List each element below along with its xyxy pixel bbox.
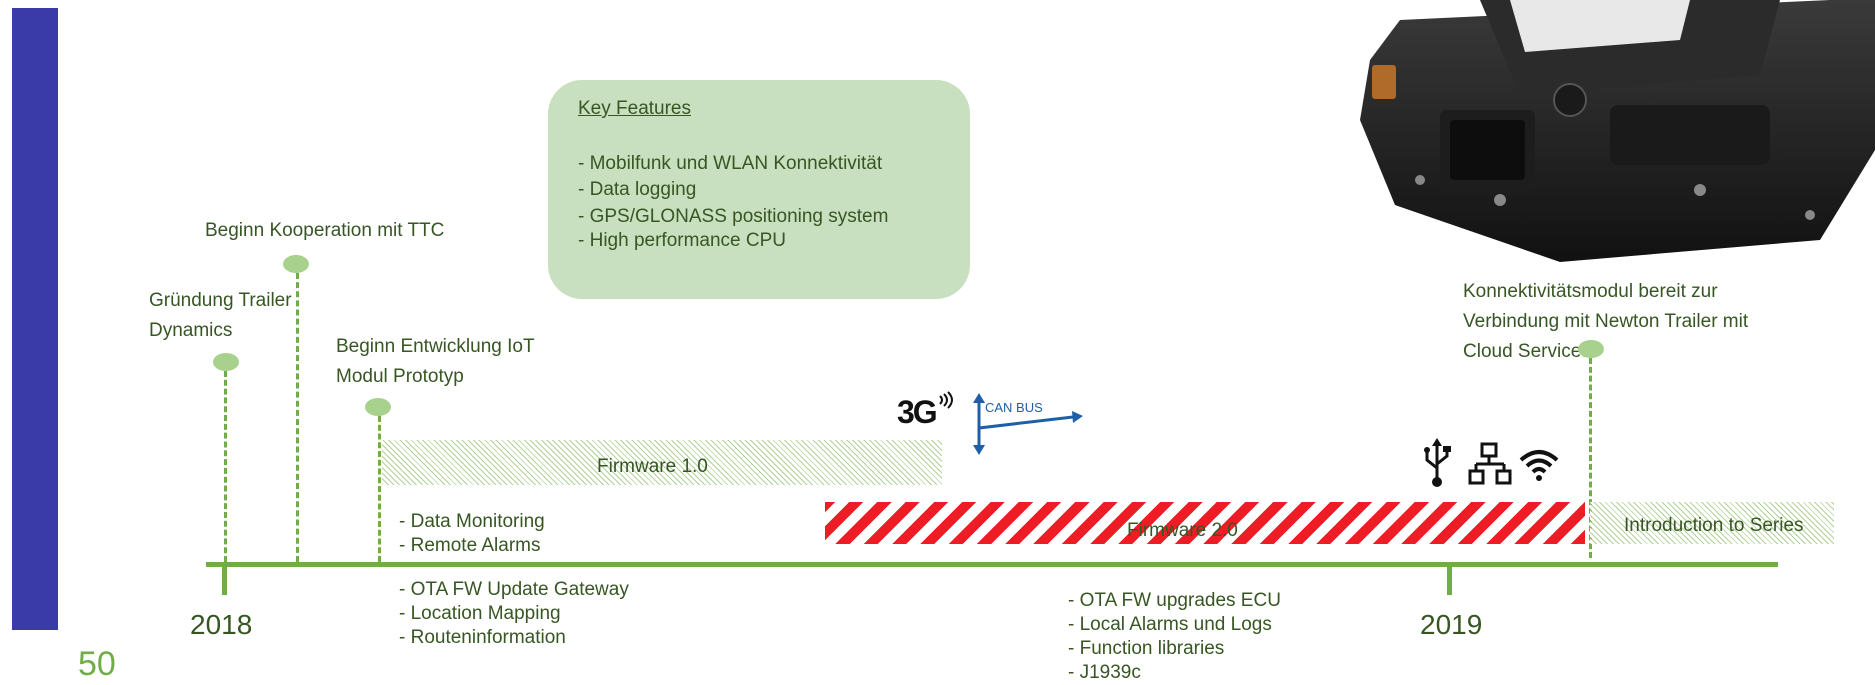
- series-bar: [1590, 502, 1834, 544]
- fw2-feature-item: - J1939c: [1068, 662, 1141, 683]
- network-icon: [1468, 442, 1512, 485]
- fw1-feature-item: - Remote Alarms: [399, 535, 541, 556]
- fw1-feature-item: - OTA FW Update Gateway: [399, 579, 629, 600]
- key-features-box: [548, 80, 970, 299]
- device-image: [1360, 0, 1875, 262]
- left-accent-bar: [12, 8, 58, 630]
- fw2-feature-list: - OTA FW upgrades ECU - Local Alarms und…: [1068, 589, 1281, 685]
- 3g-text: 3G: [897, 394, 938, 430]
- fw2-feature-item: - Local Alarms und Logs: [1068, 614, 1272, 635]
- key-features-title: Key Features: [578, 98, 691, 119]
- key-feature-item: - High performance CPU: [578, 230, 787, 251]
- firmware-2-label: Firmware 2.0: [1127, 520, 1238, 541]
- canbus-icon: [973, 393, 1083, 455]
- milestone-gruendung-label: Gründung Trailer Dynamics: [149, 286, 292, 346]
- canbus-label: CAN BUS: [985, 400, 1043, 415]
- milestone-kooperation-marker: [283, 255, 309, 273]
- 3g-icon: 3G: [897, 394, 938, 431]
- firmware-1-bar: [382, 440, 942, 485]
- milestone-gruendung-line2: Dynamics: [149, 320, 233, 341]
- page-number: 50: [78, 645, 116, 683]
- milestone-entwicklung-line1: Beginn Entwicklung IoT: [336, 336, 535, 357]
- fw1-feature-item: - Routeninformation: [399, 627, 566, 648]
- milestone-kooperation-label: Beginn Kooperation mit TTC: [205, 220, 445, 241]
- milestone-gruendung-marker: [213, 353, 239, 371]
- milestone-entwicklung-line: [378, 416, 381, 562]
- key-feature-item: - Mobilfunk und WLAN Konnektivität: [578, 153, 883, 174]
- milestone-konnektivitaet-label: Konnektivitätsmodul bereit zur Verbindun…: [1463, 277, 1748, 367]
- milestone-konnektivitaet-line1: Konnektivitätsmodul bereit zur: [1463, 281, 1718, 302]
- key-feature-item: - Data logging: [578, 179, 697, 200]
- fw1-feature-item: - Data Monitoring: [399, 511, 545, 532]
- milestone-konnektivitaet-line2: Verbindung mit Newton Trailer mit: [1463, 311, 1749, 332]
- key-feature-item: - GPS/GLONASS positioning system: [578, 206, 889, 227]
- usb-icon: [1424, 438, 1451, 487]
- fw2-feature-item: - Function libraries: [1068, 638, 1225, 659]
- year-2019-tick: [1447, 566, 1452, 595]
- series-label: Introduction to Series: [1624, 515, 1804, 536]
- fw2-feature-item: - OTA FW upgrades ECU: [1068, 590, 1281, 611]
- milestone-konnektivitaet-line: [1589, 358, 1592, 558]
- milestone-entwicklung-label: Beginn Entwicklung IoT Modul Prototyp: [336, 332, 535, 392]
- milestone-kooperation-line: [296, 273, 299, 562]
- fw1-feature-above-list: - Data Monitoring - Remote Alarms: [399, 510, 545, 558]
- signal-waves-icon: [939, 391, 953, 409]
- year-2019-label: 2019: [1420, 609, 1483, 640]
- milestone-gruendung-line: [224, 371, 227, 562]
- wifi-icon: [1519, 450, 1559, 481]
- year-2018-label: 2018: [190, 609, 253, 640]
- milestone-entwicklung-line2: Modul Prototyp: [336, 366, 464, 387]
- milestone-konnektivitaet-marker: [1578, 340, 1604, 358]
- fw1-feature-item: - Location Mapping: [399, 603, 561, 624]
- milestone-entwicklung-marker: [365, 398, 391, 416]
- firmware-2-bar: [825, 502, 1585, 544]
- firmware-1-label: Firmware 1.0: [597, 456, 708, 477]
- milestone-gruendung-line1: Gründung Trailer: [149, 290, 292, 311]
- milestone-konnektivitaet-line3: Cloud Services: [1463, 341, 1591, 362]
- fw1-feature-below-list: - OTA FW Update Gateway - Location Mappi…: [399, 578, 629, 650]
- timeline-axis: [206, 562, 1778, 567]
- year-2018-tick: [222, 566, 227, 595]
